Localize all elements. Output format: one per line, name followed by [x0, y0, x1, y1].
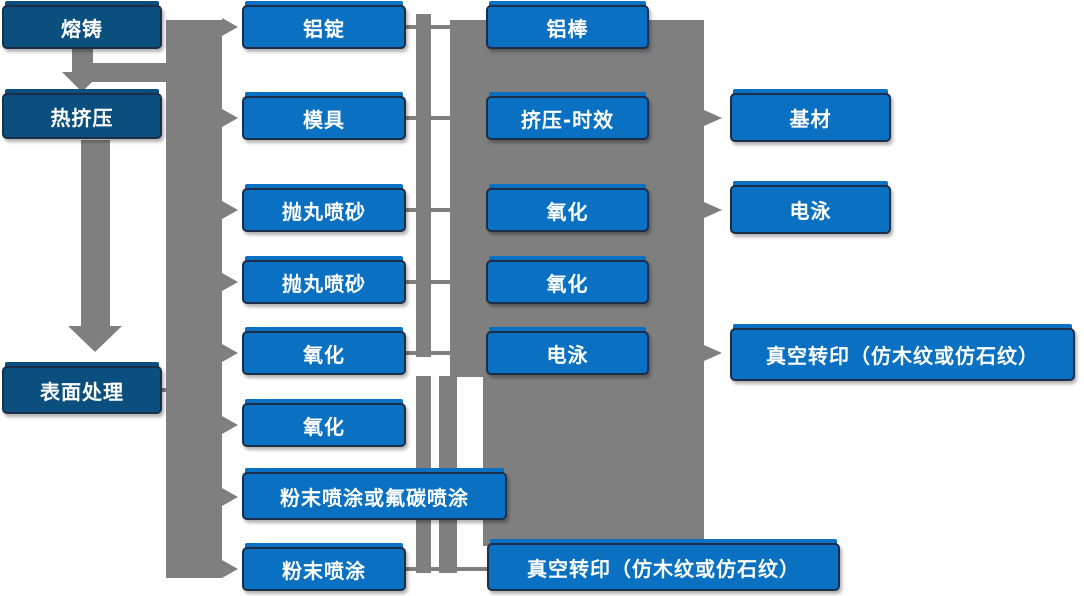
right-arrowhead-icon	[222, 416, 238, 434]
right-arrowhead-icon	[222, 560, 238, 578]
node-vacuum-transfer-print-right: 真空转印（仿木纹或仿石纹）	[730, 328, 1075, 381]
connector-link-line	[406, 567, 487, 571]
node-powder-coating: 粉末喷涂	[242, 547, 406, 591]
node-shot-blast-sandblast-1: 抛丸喷砂	[242, 188, 406, 232]
connector-main-bus-bar	[166, 20, 222, 578]
right-arrowhead-icon	[704, 202, 722, 218]
node-vacuum-transfer-print-bottom: 真空转印（仿木纹或仿石纹）	[487, 543, 840, 591]
right-arrowhead-icon	[222, 488, 238, 506]
right-arrowhead-icon	[704, 345, 722, 361]
node-aluminum-ingot: 铝锭	[242, 5, 406, 49]
node-oxidation-b2: 氧化	[486, 260, 649, 304]
stage-melting-casting: 熔铸	[2, 5, 162, 49]
node-oxidation-b1: 氧化	[486, 188, 649, 232]
down-arrowhead-icon	[68, 326, 122, 352]
stage-hot-extrusion: 热挤压	[2, 93, 162, 139]
node-electrophoresis-b: 电泳	[486, 331, 649, 375]
connector-surface-treatment-stub	[159, 388, 170, 392]
node-oxidation-a2: 氧化	[242, 403, 406, 447]
node-powder-or-fluorocarbon-coating: 粉末喷涂或氟碳喷涂	[242, 472, 507, 520]
right-arrowhead-icon	[222, 344, 238, 362]
connector-block-lower	[483, 377, 704, 546]
node-extrusion-aging: 挤压-时效	[486, 96, 649, 140]
right-arrowhead-icon	[222, 109, 238, 127]
right-arrowhead-icon	[222, 273, 238, 291]
connector-merge-bar-upper	[416, 14, 431, 357]
right-arrowhead-icon	[704, 110, 722, 126]
node-mold: 模具	[242, 96, 406, 140]
node-electrophoresis-out: 电泳	[730, 185, 891, 234]
stage-surface-treatment: 表面处理	[2, 366, 162, 414]
right-arrowhead-icon	[222, 201, 238, 219]
connector-extrusion-to-surface-shaft	[81, 140, 110, 326]
node-aluminum-rod: 铝棒	[486, 5, 649, 49]
node-substrate: 基材	[730, 93, 891, 142]
node-oxidation-a1: 氧化	[242, 331, 406, 375]
node-shot-blast-sandblast-2: 抛丸喷砂	[242, 260, 406, 304]
right-arrowhead-icon	[222, 18, 238, 36]
